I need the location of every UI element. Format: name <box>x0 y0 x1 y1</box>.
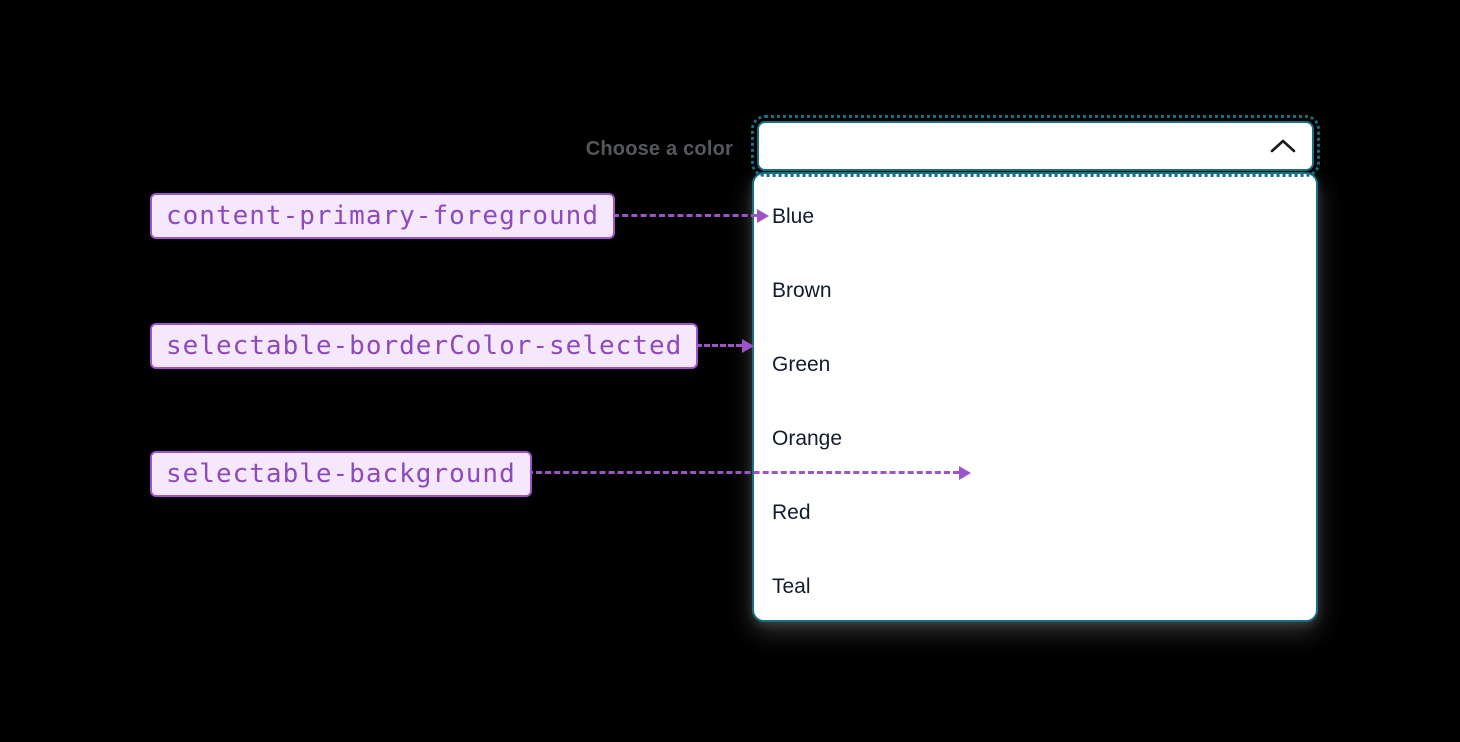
chevron-up-icon <box>1268 138 1298 154</box>
option-green[interactable]: Green <box>772 353 831 376</box>
option-red[interactable]: Red <box>772 501 811 524</box>
annotation-arrow-to-option-text <box>613 208 769 223</box>
option-blue[interactable]: Blue <box>772 205 815 228</box>
option-brown[interactable]: Brown <box>772 279 832 302</box>
option-orange[interactable]: Orange <box>772 427 843 450</box>
annotation-arrow-to-listbox-border <box>696 338 754 353</box>
token-label-content-primary-foreground: content-primary-foreground <box>150 193 615 239</box>
choose-a-color-label: Choose a color <box>585 138 733 160</box>
annotation-arrow-to-listbox-background <box>527 465 971 480</box>
select-listbox: Blue Brown Green Orange Red Teal <box>752 172 1318 622</box>
option-teal[interactable]: Teal <box>772 575 811 598</box>
token-label-selectable-bordercolor-selected: selectable-borderColor-selected <box>150 323 699 369</box>
select-trigger[interactable] <box>751 115 1320 177</box>
token-label-selectable-background: selectable-background <box>150 451 532 497</box>
